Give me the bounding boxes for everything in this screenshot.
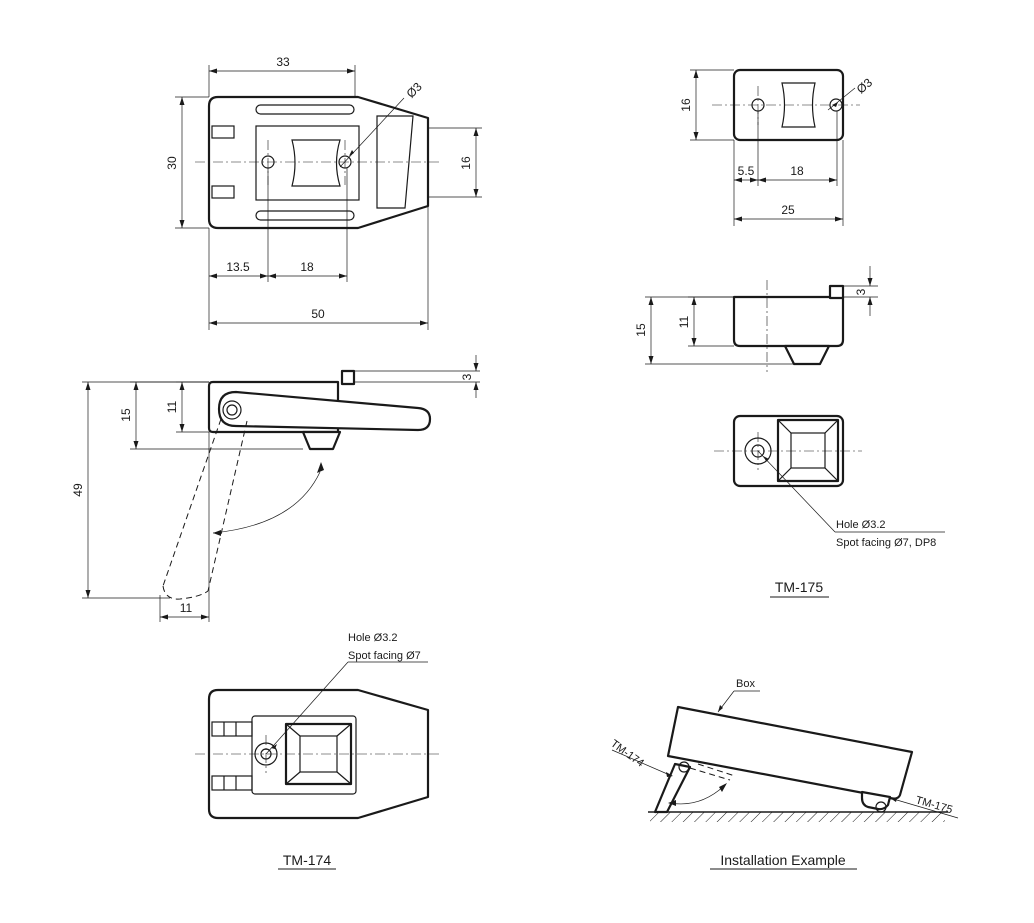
tm174-caption: TM-174 [283, 852, 331, 868]
tm174-side-dim-foot: 11 [180, 601, 193, 615]
tm174-side-lever [217, 390, 432, 432]
tm175-side-stud [828, 284, 845, 300]
tm175-side-foot [783, 344, 831, 366]
tm175-top-dim-height: 16 [679, 98, 693, 112]
tm174-top-dim-length: 50 [311, 307, 325, 321]
tm174-top-dim-slot: 16 [459, 156, 473, 170]
tm174-side-dim-swing: 49 [71, 483, 85, 497]
tm174-bottom-note-spot: Spot facing Ø7 [348, 650, 421, 662]
installation-box [666, 705, 914, 800]
tm175-caption: TM-175 [775, 579, 823, 595]
tm174-top-slot-lower [255, 210, 355, 221]
tm174-top-slot-upper [255, 104, 355, 115]
installation-example: Box TM-174 TM-175 [608, 678, 959, 822]
installation-floor-hatch [650, 812, 945, 822]
tm174-side-pivot-inner [226, 404, 238, 416]
installation-tm174-stand [653, 762, 692, 814]
installation-label-box: Box [736, 678, 755, 690]
installation-tm175-foot [860, 790, 892, 811]
tm175-side-view: 3 11 15 [634, 266, 878, 372]
installation-caption: Installation Example [720, 852, 846, 868]
installation-tm174-pivot [678, 761, 690, 773]
tm174-side-dim-total: 15 [119, 408, 133, 422]
tm174-top-window [291, 139, 341, 187]
tm174-side-view: 3 11 15 49 11 [71, 355, 480, 622]
tm174-top-dim-offset: 13.5 [226, 260, 250, 274]
tm175-top-view: 16 Ø3 5.5 18 25 [679, 68, 876, 226]
tm175-bottom-note-spot: Spot facing Ø7, DP8 [836, 537, 936, 549]
tm175-top-dim-width: 25 [781, 203, 795, 217]
tm175-side-dim-base: 11 [677, 315, 691, 328]
tm174-top-inner-plate [255, 125, 360, 201]
tm174-top-body [207, 95, 430, 230]
tm174-top-dim-hole: Ø3 [404, 79, 425, 100]
tm175-top-dim-hole: Ø3 [854, 75, 876, 96]
tm174-top-dim-pitch: 18 [300, 260, 314, 274]
tm174-top-hinge-lower [211, 185, 235, 199]
tm174-bottom-plate [251, 715, 357, 795]
tm175-top-dim-pitch: 18 [790, 164, 804, 178]
tm175-top-window [781, 82, 816, 128]
tm174-top-hinge-upper [211, 125, 235, 139]
tm175-side-dim-total: 15 [634, 323, 648, 337]
tm174-side-pivot-outer [222, 400, 242, 420]
tm174-side-foot [301, 430, 342, 451]
tm175-side-dim-rise: 3 [854, 288, 868, 295]
tm174-side-dim-base: 11 [165, 400, 179, 413]
tm175-bottom-pad-inner [790, 432, 826, 469]
tm174-bottom-note-hole: Hole Ø3.2 [348, 632, 398, 644]
tm174-side-stud [340, 369, 356, 386]
tm174-top-view: 33 30 16 Ø3 13.5 18 50 [165, 55, 482, 330]
installation-label-tm174: TM-174 [608, 738, 646, 770]
tm174-side-dim-rise: 3 [460, 373, 474, 380]
installation-tm175-pad [875, 801, 887, 813]
tm174-top-tab-window [376, 115, 414, 209]
tm174-top-dim-height: 30 [165, 156, 179, 170]
tm175-bottom-view: Hole Ø3.2 Spot facing Ø7, DP8 [714, 414, 945, 549]
tm174-bottom-view: Hole Ø3.2 Spot facing Ø7 [195, 632, 440, 820]
tm175-top-dim-offset: 5.5 [738, 164, 755, 178]
tm175-bottom-note-hole: Hole Ø3.2 [836, 519, 886, 531]
tm175-side-body [732, 295, 845, 348]
tm174-top-dim-width: 33 [276, 55, 290, 69]
